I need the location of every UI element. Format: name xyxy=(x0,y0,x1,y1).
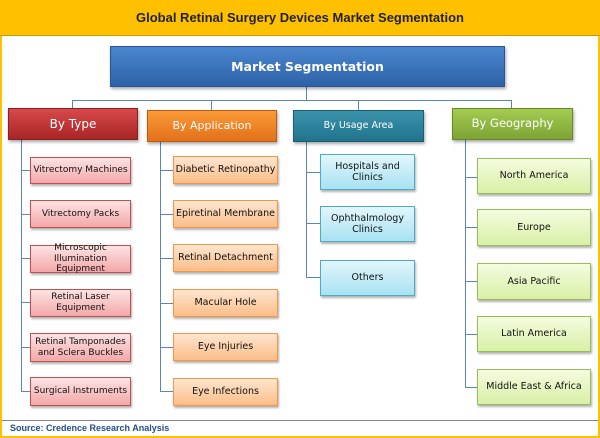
usage-area-item: Others xyxy=(320,260,415,296)
geography-item: Europe xyxy=(477,209,591,246)
category-by-type: By Type xyxy=(8,108,138,140)
application-item: Eye Injuries xyxy=(173,333,278,361)
branch-geo xyxy=(465,281,477,282)
connector-geo-up xyxy=(511,100,512,108)
type-item: Microscopic Illumination Equipment xyxy=(30,243,131,274)
spine-type xyxy=(21,140,22,391)
root-node: Market Segmentation xyxy=(110,46,505,87)
branch-usage xyxy=(306,172,320,173)
geography-item: Middle East & Africa xyxy=(477,369,591,405)
branch-type xyxy=(21,347,30,348)
branch-app xyxy=(160,170,173,171)
usage-area-item: Ophthalmology Clinics xyxy=(320,206,415,242)
connector-usage-up xyxy=(358,100,359,110)
type-item: Retinal Tamponades and Sclera Buckles xyxy=(30,333,131,362)
branch-usage xyxy=(306,223,320,224)
source-divider xyxy=(2,420,598,421)
branch-app xyxy=(160,214,173,215)
spine-geo xyxy=(465,140,466,387)
type-item: Vitrectomy Packs xyxy=(30,200,131,228)
branch-geo xyxy=(465,227,477,228)
application-item: Retinal Detachment xyxy=(173,244,278,272)
connector-root-down xyxy=(306,87,307,101)
type-item: Surgical Instruments xyxy=(30,377,131,406)
category-by-application: By Application xyxy=(147,110,277,142)
branch-type xyxy=(21,302,30,303)
branch-geo xyxy=(465,177,477,178)
usage-area-item: Hospitals and Clinics xyxy=(320,154,415,190)
diagram-title: Global Retinal Surgery Devices Market Se… xyxy=(0,0,600,36)
type-item: Retinal Laser Equipment xyxy=(30,289,131,317)
category-by-usage-area: By Usage Area xyxy=(293,110,424,142)
geography-item: North America xyxy=(477,158,591,194)
branch-app xyxy=(160,391,173,392)
application-item: Eye Infections xyxy=(173,378,278,406)
branch-app xyxy=(160,347,173,348)
source-note: Source: Credence Research Analysis xyxy=(10,423,170,433)
branch-type xyxy=(21,170,30,171)
type-item: Vitrectomy Machines xyxy=(30,157,131,184)
connector-horizontal xyxy=(72,100,512,101)
application-item: Diabetic Retinopathy xyxy=(173,156,278,184)
branch-app xyxy=(160,258,173,259)
branch-type xyxy=(21,258,30,259)
spine-app xyxy=(160,142,161,392)
branch-type xyxy=(21,391,30,392)
connector-app-up xyxy=(211,100,212,110)
branch-geo xyxy=(465,334,477,335)
branch-geo xyxy=(465,387,477,388)
application-item: Macular Hole xyxy=(173,289,278,317)
application-item: Epiretinal Membrane xyxy=(173,200,278,228)
branch-usage xyxy=(306,277,320,278)
branch-app xyxy=(160,303,173,304)
connector-type-up xyxy=(72,100,73,108)
branch-type xyxy=(21,214,30,215)
category-by-geography: By Geography xyxy=(452,108,573,140)
geography-item: Asia Pacific xyxy=(477,263,591,300)
geography-item: Latin America xyxy=(477,316,591,352)
spine-usage xyxy=(306,142,307,277)
